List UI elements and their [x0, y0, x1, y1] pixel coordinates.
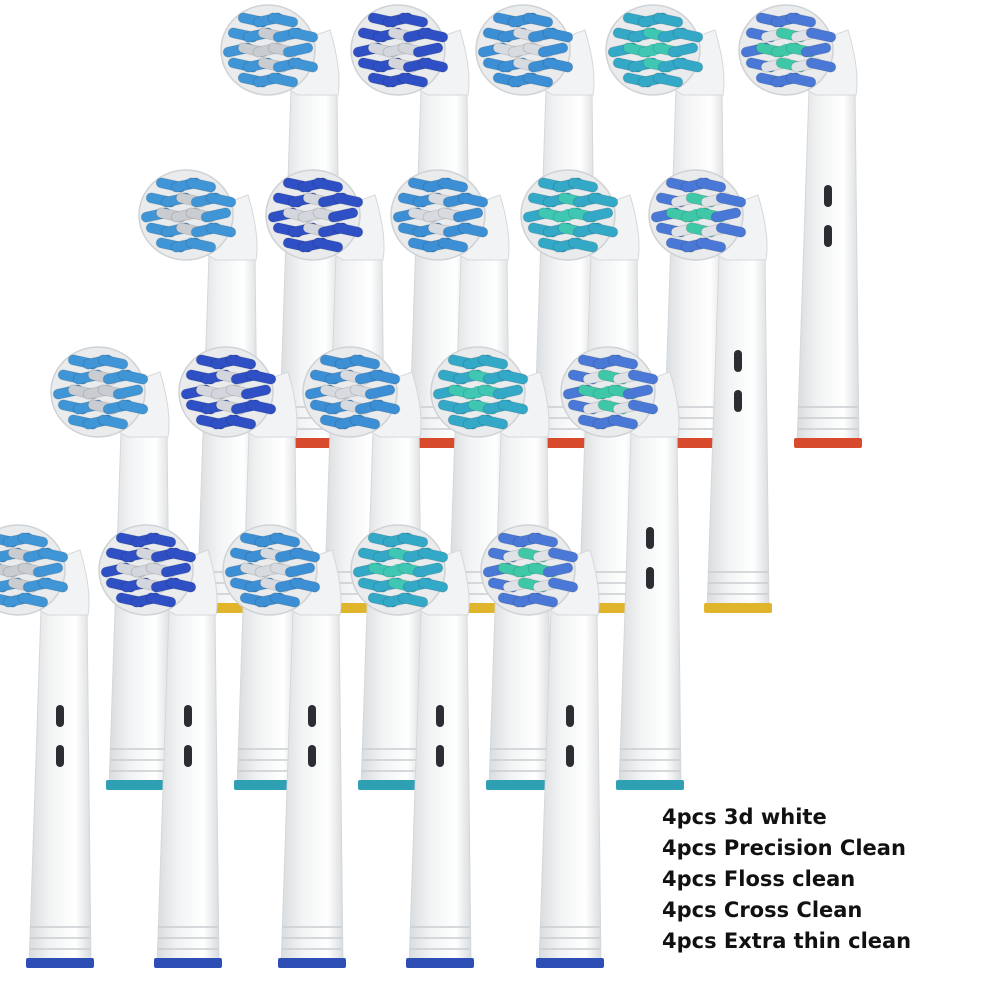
bristles: [650, 177, 747, 253]
caption-line-floss-clean: 4pcs Floss clean: [662, 867, 856, 891]
caption-line-extra-thin-clean: 4pcs Extra thin clean: [662, 929, 912, 953]
caption-line-cross-clean: 4pcs Cross Clean: [662, 898, 863, 922]
brush-head-floss-clean: [222, 524, 346, 968]
brush-head-cross-clean: [350, 524, 474, 968]
caption-line-3d-white: 4pcs 3d white: [662, 805, 827, 829]
brush-head-extra-thin-clean: [648, 169, 772, 613]
brush-head-floss-clean: [302, 346, 426, 790]
bristles: [352, 12, 449, 88]
brush-head-extra-thin-clean: [738, 4, 862, 448]
brush-head-precision-clean: [98, 524, 222, 968]
bristles: [392, 177, 489, 253]
bristles: [224, 532, 321, 608]
bristles: [222, 12, 319, 88]
bristles: [180, 354, 277, 430]
bristles: [267, 177, 364, 253]
bristles: [740, 12, 837, 88]
bristles: [100, 532, 197, 608]
bristles: [432, 354, 529, 430]
brush-head-3d-white: [0, 524, 94, 968]
product-caption: 4pcs 3d white 4pcs Precision Clean 4pcs …: [662, 802, 911, 957]
bristles: [522, 177, 619, 253]
bristles: [607, 12, 704, 88]
caption-line-precision-clean: 4pcs Precision Clean: [662, 836, 906, 860]
bristles: [352, 532, 449, 608]
bristles: [52, 354, 149, 430]
bristles: [0, 532, 69, 608]
bristles: [477, 12, 574, 88]
bristles: [140, 177, 237, 253]
brush-head-extra-thin-clean: [480, 524, 604, 968]
bristles: [482, 532, 579, 608]
bristles: [304, 354, 401, 430]
brush-head-extra-thin-clean: [560, 346, 684, 790]
bristles: [562, 354, 659, 430]
